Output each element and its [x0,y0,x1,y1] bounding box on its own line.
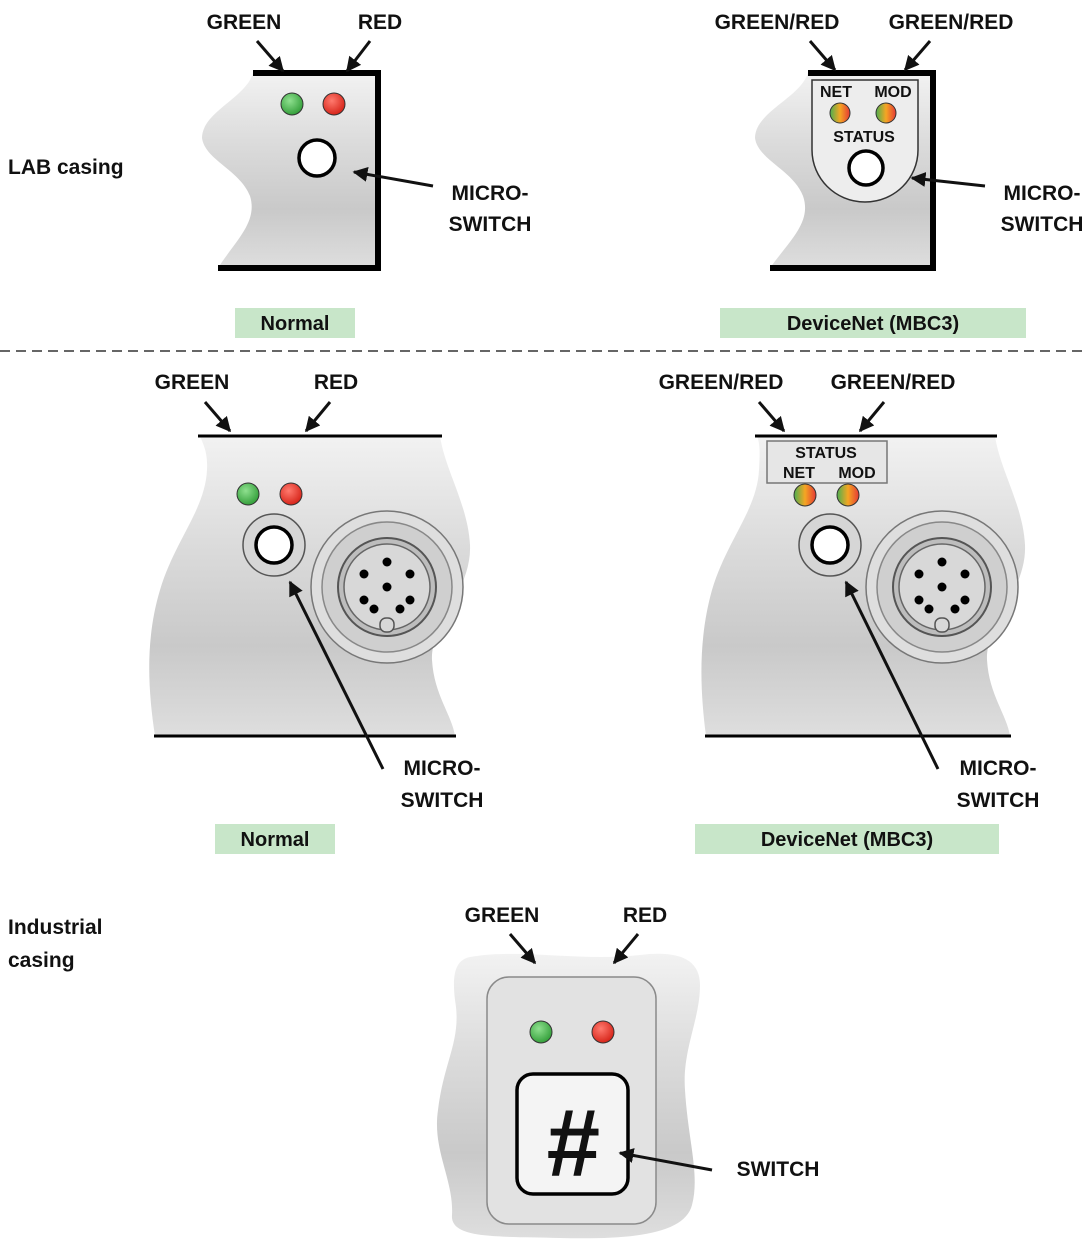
connector-pin [405,569,415,579]
connector-pin [382,582,392,592]
label-net: NET [783,465,815,482]
arrow-red [304,401,332,433]
arrow-red [345,40,372,73]
red-led [279,482,303,506]
label-red: RED [358,11,402,34]
arrow-green [255,40,285,73]
tag-normal-bg [235,308,355,338]
label-micro-switch-2: SWITCH [1001,213,1084,236]
panel-lab-normal: GREEN RED MICRO- SWITCH Normal [202,11,531,338]
connector-pin [359,595,369,605]
arrow-micro-switch [844,580,940,770]
tag-devicenet: DeviceNet (MBC3) [787,313,959,335]
micro-switch [810,525,850,565]
label-net: NET [820,84,852,101]
arrow-micro-switch [910,172,986,188]
label-micro-switch-1: MICRO- [404,757,481,780]
arrow-green [508,933,537,965]
label-micro-switch-2: SWITCH [401,789,484,812]
connector-pin [950,604,960,614]
micro-switch [254,525,294,565]
label-micro-switch-2: SWITCH [957,789,1040,812]
label-red: RED [623,904,667,927]
connector-pin [937,582,947,592]
arrow-net-led [808,40,837,72]
arrow-micro-switch [352,166,434,188]
mod-led [836,483,860,507]
label-mod: MOD [838,465,875,482]
label-green: GREEN [207,11,282,34]
tag-normal: Normal [241,829,310,851]
switch-button [515,1072,630,1196]
industrial-casing-label-line2: casing [8,949,75,972]
label-micro-switch-1: MICRO- [960,757,1037,780]
label-red: RED [314,371,358,394]
micro-switch [847,149,885,187]
label-switch: SWITCH [737,1158,820,1181]
connector-pin [960,569,970,579]
label-green: GREEN [465,904,540,927]
net-led [829,102,851,124]
lab-casing-label: LAB casing [8,156,124,179]
arrow-net-led [757,401,786,433]
label-mod-led: GREEN/RED [831,371,956,394]
label-mod-led: GREEN/RED [889,11,1014,34]
label-net-led: GREEN/RED [715,11,840,34]
label-micro-switch-1: MICRO- [1004,182,1081,205]
lab-devicenet-casing-edge [770,70,936,271]
red-led [591,1020,615,1044]
label-status: STATUS [795,445,857,462]
connector-pin [914,595,924,605]
green-led [236,482,260,506]
arrow-red [612,933,640,965]
connector-pin [960,595,970,605]
panel-normal: GREEN RED MICRO- SWITCH Normal [149,371,483,854]
lab-normal-casing [202,73,378,268]
label-micro-switch-1: MICRO- [452,182,529,205]
tag-devicenet: DeviceNet (MBC3) [761,829,933,851]
connector-pin [924,604,934,614]
mod-led [875,102,897,124]
label-net-led: GREEN/RED [659,371,784,394]
connector-pin [369,604,379,614]
arrow-mod-led [858,401,886,433]
connector-pin [395,604,405,614]
net-led [793,483,817,507]
connector-pin [914,569,924,579]
arrow-micro-switch [288,580,385,770]
tag-normal: Normal [261,313,330,335]
label-status: STATUS [833,129,895,146]
tag-devicenet-bg [695,824,999,854]
label-green: GREEN [155,371,230,394]
tag-devicenet-bg [720,308,1026,338]
label-micro-switch-2: SWITCH [449,213,532,236]
panel-industrial: # GREEN RED SWITCH [436,904,820,1239]
panel-devicenet: STATUS NET MOD GREEN/RED GREEN/RED MICRO… [659,371,1040,854]
tag-normal-bg [215,824,335,854]
red-led [322,92,346,116]
industrial-casing-label-line1: Industrial [8,916,103,939]
lab-normal-casing-edge [218,70,381,271]
status-window [766,440,888,484]
connector-pin [359,569,369,579]
green-led [529,1020,553,1044]
connector [310,510,464,664]
micro-switch [297,138,337,178]
arrow-mod-led [903,40,932,72]
connector [865,510,1019,664]
connector-pin [405,595,415,605]
switch-hash-symbol: # [545,1090,599,1197]
connector-pin [937,557,947,567]
label-mod: MOD [874,84,911,101]
arrow-green [203,401,232,433]
arrow-switch [618,1148,713,1172]
connector-pin [382,557,392,567]
panel-lab-devicenet: NET MOD STATUS GREEN/RED GREEN/RED MICRO… [715,11,1084,338]
green-led [280,92,304,116]
